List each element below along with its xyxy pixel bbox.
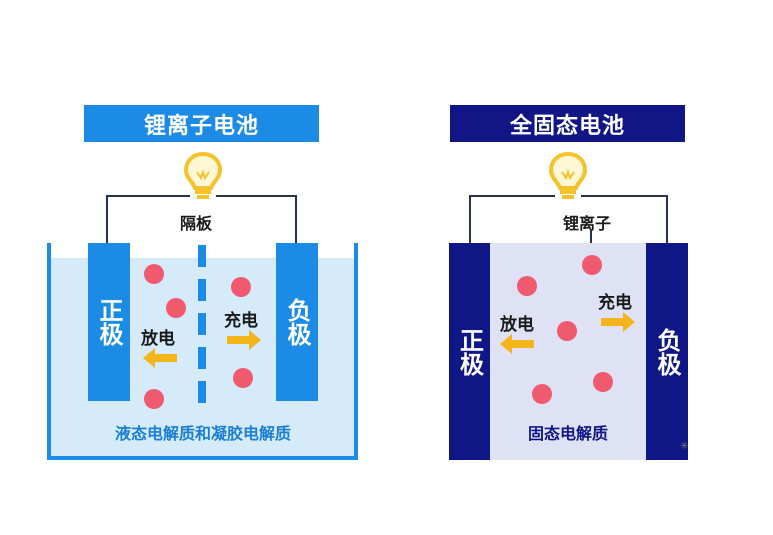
separator-dash <box>198 381 206 403</box>
right-positive-electrode: 正极 <box>449 243 490 460</box>
right-solid-electrolyte <box>490 243 646 460</box>
left-positive-electrode: 正极 <box>88 243 130 401</box>
right-title: 全固态电池 <box>509 113 625 139</box>
left-wire-top-right <box>216 195 297 197</box>
arrow-left-icon <box>500 334 534 354</box>
left-positive-label: 正极 <box>95 298 123 346</box>
left-container-wall-right <box>354 243 358 460</box>
separator-dash <box>198 313 206 335</box>
lightbulb-icon <box>548 151 588 199</box>
right-ion-label: 锂离子 <box>563 214 612 233</box>
separator-dash <box>198 347 206 369</box>
lithium-ion <box>144 264 164 284</box>
right-wire-right-down <box>666 195 668 243</box>
lithium-ion <box>144 389 164 409</box>
left-title: 锂离子电池 <box>143 113 259 139</box>
right-wire-left-down <box>469 195 471 243</box>
right-wire-top-left <box>469 195 555 197</box>
right-title-banner: 全固态电池 <box>450 105 685 142</box>
left-negative-label: 负极 <box>283 298 311 346</box>
right-negative-electrode: 负极 <box>646 243 688 460</box>
left-wire-right-down <box>295 195 297 243</box>
lithium-ion <box>582 255 602 275</box>
arrow-right-icon <box>227 330 261 350</box>
separator-dash <box>198 279 206 301</box>
left-electrolyte-label: 液态电解质和凝胶电解质 <box>114 424 291 443</box>
lithium-ion <box>231 277 251 297</box>
lithium-ion <box>233 368 253 388</box>
separator-dash <box>198 245 206 267</box>
lithium-ion <box>517 276 537 296</box>
lithium-ion <box>166 298 186 318</box>
right-electrolyte-label: 固态电解质 <box>527 424 608 443</box>
lithium-ion <box>557 321 577 341</box>
left-container-bottom <box>47 456 358 460</box>
left-discharge-label: 放电 <box>141 329 175 349</box>
left-container-wall-left <box>47 243 51 460</box>
left-charge-label: 充电 <box>224 311 258 331</box>
lightbulb-icon <box>183 151 223 199</box>
right-discharge-label: 放电 <box>500 315 534 335</box>
left-negative-electrode: 负极 <box>276 243 318 401</box>
left-wire-left-down <box>106 195 108 243</box>
lithium-ion <box>532 384 552 404</box>
left-separator-label: 隔板 <box>180 214 213 233</box>
arrow-left-icon <box>143 348 177 368</box>
left-title-banner: 锂离子电池 <box>84 105 319 142</box>
right-wire-top-right <box>581 195 668 197</box>
right-positive-label: 正极 <box>455 327 484 376</box>
sparkle-icon: ✳ <box>680 441 689 452</box>
left-wire-top-left <box>106 195 190 197</box>
right-negative-label: 负极 <box>653 327 681 376</box>
right-charge-label: 充电 <box>598 293 632 313</box>
lithium-ion <box>593 372 613 392</box>
arrow-right-icon <box>601 312 635 332</box>
